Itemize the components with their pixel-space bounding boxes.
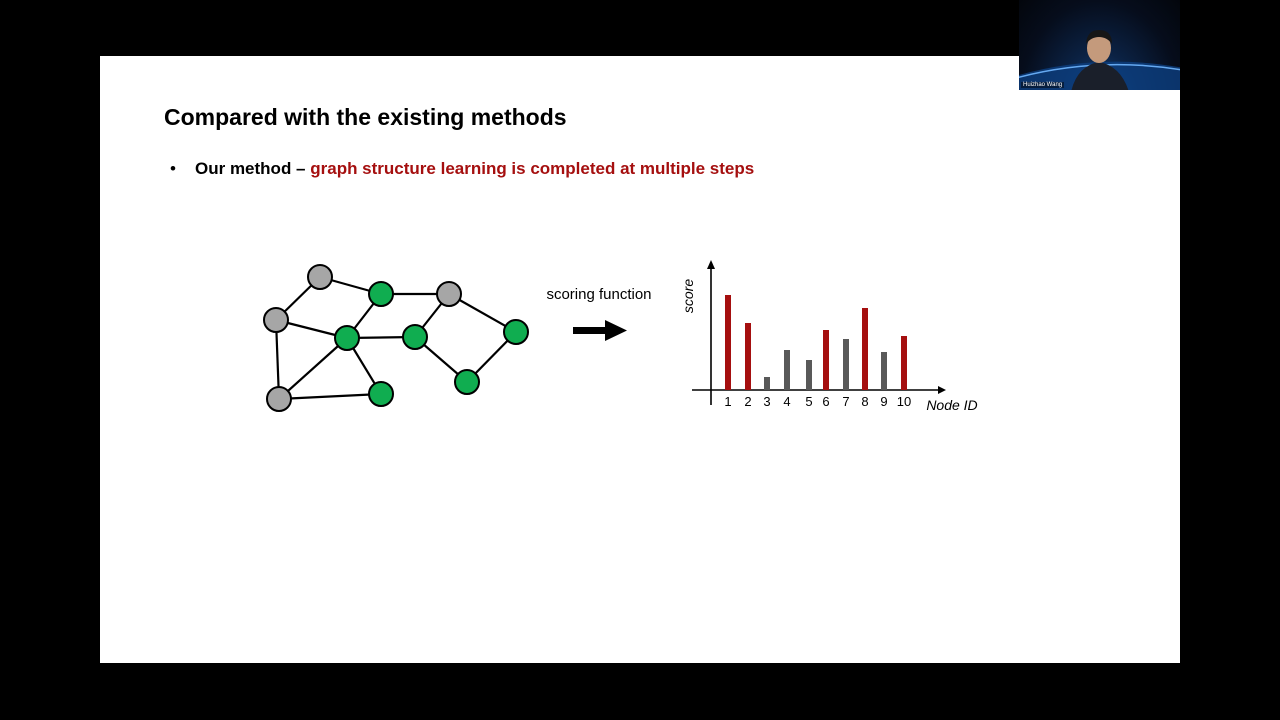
participant-silhouette [1071,30,1129,90]
graph-nodes [263,264,529,412]
y-axis-label: score [680,279,696,313]
webcam-video [1019,30,1180,90]
bar-node-4 [784,350,790,390]
bullet-lead-text: Our method – [195,159,311,178]
slide-title: Compared with the existing methods [164,104,567,130]
x-tick-label: 9 [880,394,887,409]
bar-node-2 [745,323,751,390]
graph-edge [278,337,348,400]
bullet-item: • Our method – graph structure learning i… [170,159,754,179]
graph-node-selected [402,324,428,350]
participant-name-label: Huizhao Wang [1021,82,1065,88]
bar-node-5 [806,360,812,390]
graph-node-unselected [436,281,462,307]
x-tick-label: 4 [783,394,790,409]
graph-node-selected [368,281,394,307]
scoring-function-label: scoring function [546,286,651,303]
bar-node-9 [881,352,887,390]
graph-edges [274,275,517,401]
graph-node-selected [368,381,394,407]
x-tick-label: 5 [805,394,812,409]
bar-node-10 [901,336,907,390]
x-tick-label: 7 [842,394,849,409]
graph-edge [274,319,281,400]
x-axis-label: Node ID [926,397,977,413]
graph-edge [278,392,382,401]
bar-node-3 [764,377,770,390]
x-tick-label: 3 [763,394,770,409]
x-tick-label: 8 [861,394,868,409]
bar-node-8 [862,308,868,390]
y-axis-arrowhead [707,260,715,269]
graph-node-unselected [266,386,292,412]
graph-node-unselected [263,307,289,333]
bar-node-1 [725,295,731,390]
graph-node-unselected [307,264,333,290]
x-tick-label: 2 [744,394,751,409]
bullet-marker: • [170,159,176,178]
graph-node-selected [334,325,360,351]
graph-node-selected [454,369,480,395]
bullet-highlight-text: graph structure learning is completed at… [310,159,755,178]
x-tick-label: 1 [724,394,731,409]
bar-node-7 [843,339,849,390]
x-axis-arrowhead [938,386,946,394]
bar-node-6 [823,330,829,390]
x-tick-label: 6 [822,394,829,409]
slide: Compared with the existing methods • Our … [100,56,1180,663]
graph-node-selected [503,319,529,345]
x-tick-label: 10 [897,394,911,409]
right-arrow-icon [573,320,627,341]
webcam-tile[interactable]: Huizhao Wang [1019,0,1180,90]
